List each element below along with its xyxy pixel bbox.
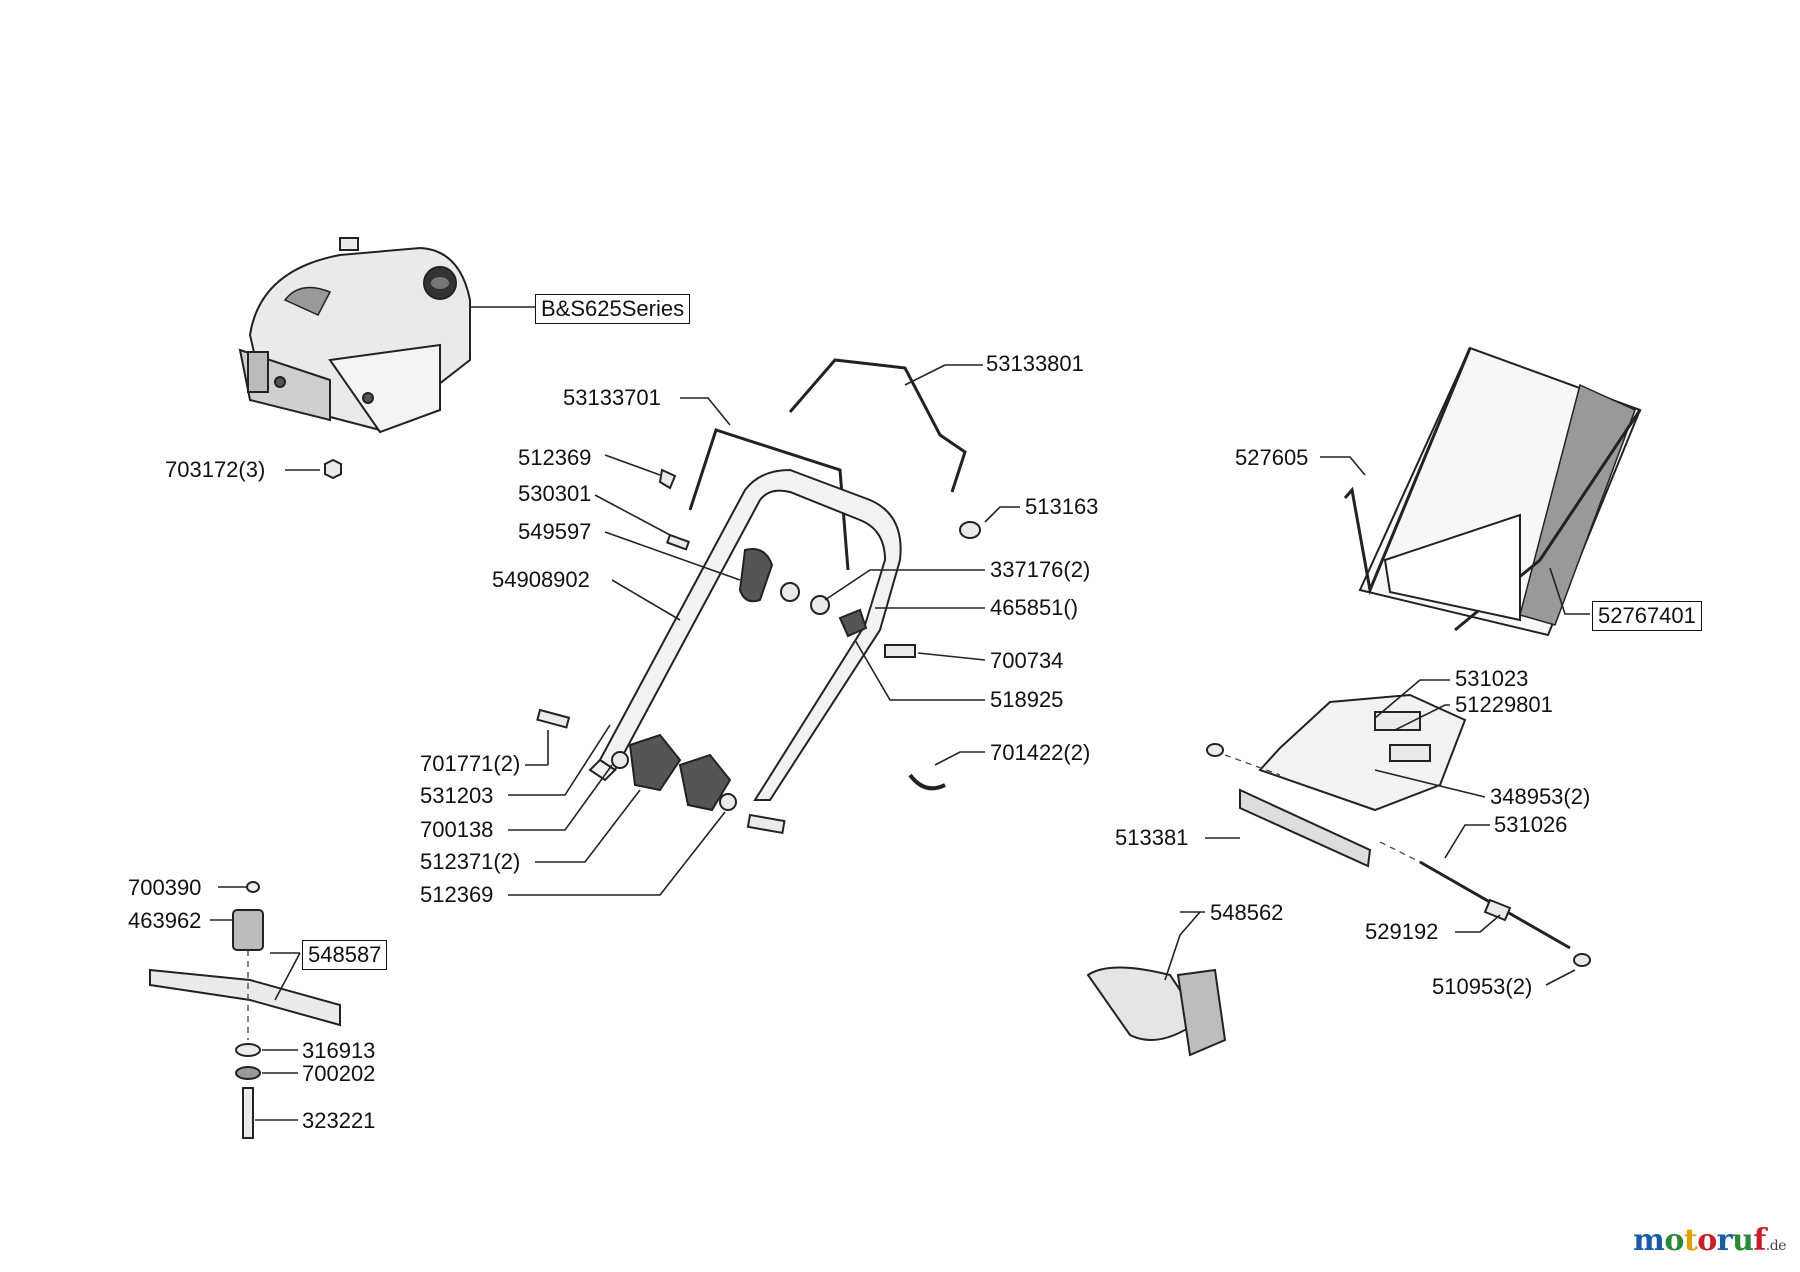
label-701771: 701771(2) (420, 751, 521, 776)
main-handle-illustration (598, 468, 902, 801)
grass-catcher-illustration (1343, 346, 1642, 637)
watermark-letter: f (1753, 1223, 1766, 1258)
watermark-letter: o (1697, 1223, 1717, 1258)
label-531023: 531023 (1455, 666, 1529, 691)
label-512371: 512371(2) (420, 849, 521, 874)
label-51229801: 51229801 (1455, 692, 1553, 717)
watermark-letter: m (1633, 1223, 1665, 1258)
label-465851: 465851() (990, 595, 1079, 620)
label-463962: 463962 (128, 908, 202, 933)
label-531026: 531026 (1494, 812, 1568, 837)
label-337176: 337176(2) (990, 557, 1091, 582)
label-513381: 513381 (1115, 825, 1189, 850)
mulch-plug-illustration (1086, 966, 1227, 1057)
watermark-letter: o (1664, 1223, 1684, 1258)
rear-flap-illustration (1239, 693, 1467, 868)
engine-illustration (238, 237, 471, 434)
label-530301: 530301 (518, 481, 592, 506)
handle-rod-illustration (788, 358, 967, 493)
label-700138: 700138 (420, 817, 494, 842)
label-348953: 348953(2) (1490, 784, 1591, 809)
label-548562: 548562 (1210, 900, 1284, 925)
label-549597: 549597 (518, 519, 592, 544)
watermark-letter: u (1732, 1223, 1754, 1258)
label-52767401: 52767401 (1592, 601, 1702, 631)
label-510953: 510953(2) (1432, 974, 1533, 999)
label-529192: 529192 (1365, 919, 1439, 944)
label-323221: 323221 (302, 1108, 376, 1133)
label-700390: 700390 (128, 875, 202, 900)
label-engine: B&S625Series (535, 294, 691, 324)
label-53133701: 53133701 (563, 385, 661, 410)
label-54908902: 54908902 (492, 567, 590, 592)
label-316913: 316913 (302, 1038, 376, 1063)
cable-clamp-illustration (738, 548, 774, 603)
label-531203: 531203 (420, 783, 494, 808)
watermark-brand: motoruf (1633, 1223, 1766, 1258)
label-703172: 703172(3) (165, 457, 266, 482)
label-527605: 527605 (1235, 445, 1309, 470)
blade-illustration (149, 968, 341, 1027)
label-512369-lower: 512369 (420, 882, 494, 907)
watermark-letter: r (1716, 1223, 1733, 1258)
label-701422: 701422(2) (990, 740, 1091, 765)
label-548587: 548587 (302, 940, 388, 970)
label-700734: 700734 (990, 648, 1064, 673)
watermark-letter: t (1683, 1223, 1698, 1258)
label-53133801: 53133801 (986, 351, 1084, 376)
knob-left-illustration (628, 733, 682, 792)
label-700202: 700202 (302, 1061, 376, 1086)
watermark-tld: .de (1765, 1238, 1787, 1254)
label-512369-upper: 512369 (518, 445, 592, 470)
knob-right-illustration (678, 753, 732, 812)
upper-bail-illustration (688, 428, 850, 571)
label-513163: 513163 (1025, 494, 1099, 519)
watermark-logo: motoruf.de (1633, 1223, 1786, 1258)
label-518925: 518925 (990, 687, 1064, 712)
